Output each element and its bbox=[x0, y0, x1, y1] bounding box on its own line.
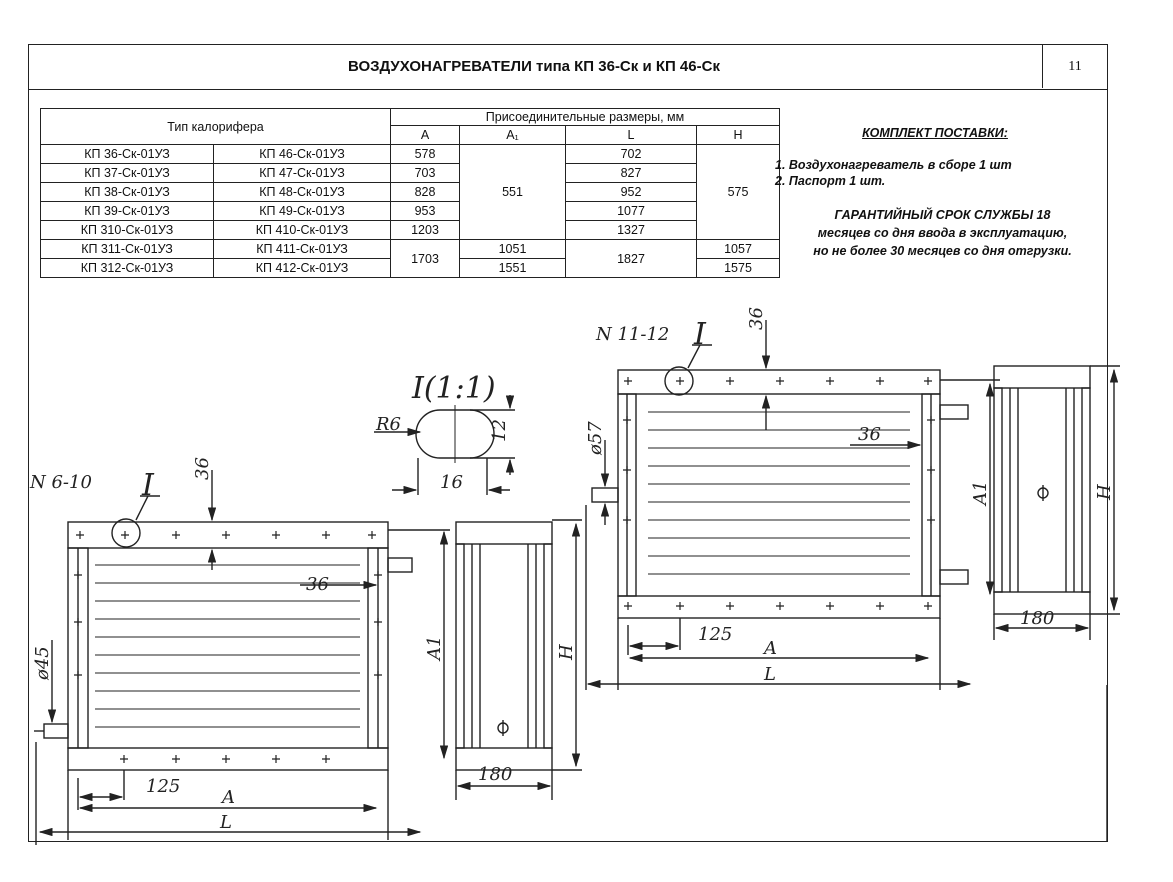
type-header: Тип калорифера bbox=[40, 108, 391, 145]
dim-r6: R6 bbox=[375, 414, 401, 435]
dim-125-right: 125 bbox=[698, 624, 732, 645]
dim-36-top-left: 36 bbox=[192, 457, 213, 480]
heater-side-view-small bbox=[455, 519, 582, 800]
dim-36-top-right: 36 bbox=[746, 307, 767, 330]
warranty-text: ГАРАНТИЙНЫЙ СРОК СЛУЖБЫ 18 месяцев со дн… bbox=[813, 208, 1072, 258]
table-row: КП 37-Ск-01УЗ КП 47-Ск-01УЗ 703 827 bbox=[40, 163, 780, 183]
a1-group-cell: 551 bbox=[459, 144, 566, 240]
dim-180-right: 180 bbox=[1020, 608, 1054, 629]
dim-a-right: A bbox=[762, 638, 777, 659]
detail-title: I(1:1) bbox=[411, 371, 496, 406]
table-row: КП 38-Ск-01УЗ КП 48-Ск-01УЗ 828 952 bbox=[40, 182, 780, 202]
h-group-cell: 575 bbox=[696, 144, 780, 240]
heater-side-view-large bbox=[993, 365, 1120, 640]
dim-l-right: L bbox=[763, 664, 776, 685]
dim-180-left: 180 bbox=[478, 764, 512, 785]
dim-a1-left: A1 bbox=[424, 636, 445, 662]
detail-callout-left: I bbox=[141, 468, 155, 503]
page-title: ВОЗДУХОНАГРЕВАТЕЛИ типа КП 36-Ск и КП 46… bbox=[348, 58, 720, 75]
dim-d57: ø57 bbox=[585, 421, 606, 456]
heater-front-view-large bbox=[585, 320, 1000, 690]
dim-h-left: H bbox=[556, 644, 577, 661]
delivery-item: 1. Воздухонагреватель в сборе 1 шт bbox=[775, 158, 1012, 172]
table-row: КП 39-Ск-01УЗ КП 49-Ск-01УЗ 953 1077 bbox=[40, 201, 780, 221]
dim-16: 16 bbox=[440, 472, 463, 493]
dim-125-left: 125 bbox=[146, 776, 180, 797]
detail-callout-right: I bbox=[693, 317, 707, 352]
heater-front-view-small bbox=[34, 470, 450, 845]
page-number: 11 bbox=[1042, 45, 1107, 88]
dim-a1-right: A1 bbox=[970, 481, 991, 507]
delivery-notes: КОМПЛЕКТ ПОСТАВКИ: 1. Воздухонагреватель… bbox=[775, 126, 1110, 260]
title-block: ВОЗДУХОНАГРЕВАТЕЛИ типа КП 36-Ск и КП 46… bbox=[28, 44, 1108, 90]
dim-12: 12 bbox=[489, 419, 510, 442]
dim-l-left: L bbox=[219, 812, 232, 833]
table-row: КП 312-Ск-01УЗ КП 412-Ск-01УЗ 1551 1575 bbox=[40, 258, 780, 278]
table-row: КП 36-Ск-01УЗ КП 46-Ск-01УЗ 578 551 702 … bbox=[40, 144, 780, 240]
detail-slot-view bbox=[374, 395, 515, 495]
dim-h-right: H bbox=[1094, 484, 1115, 501]
dimensions-table: Тип калорифера Присоединительные размеры… bbox=[40, 108, 780, 278]
dim-d45: ø45 bbox=[32, 646, 53, 681]
dim-36-side-left: 36 bbox=[306, 574, 329, 595]
delivery-item: 2. Паспорт 1 шт. bbox=[775, 174, 886, 188]
dim-36-side-right: 36 bbox=[858, 424, 881, 445]
dim-a-left: A bbox=[220, 787, 235, 808]
delivery-title: КОМПЛЕКТ ПОСТАВКИ: bbox=[862, 126, 1008, 140]
label-n6-10: N 6-10 bbox=[29, 472, 92, 493]
label-n11-12: N 11-12 bbox=[595, 324, 669, 345]
